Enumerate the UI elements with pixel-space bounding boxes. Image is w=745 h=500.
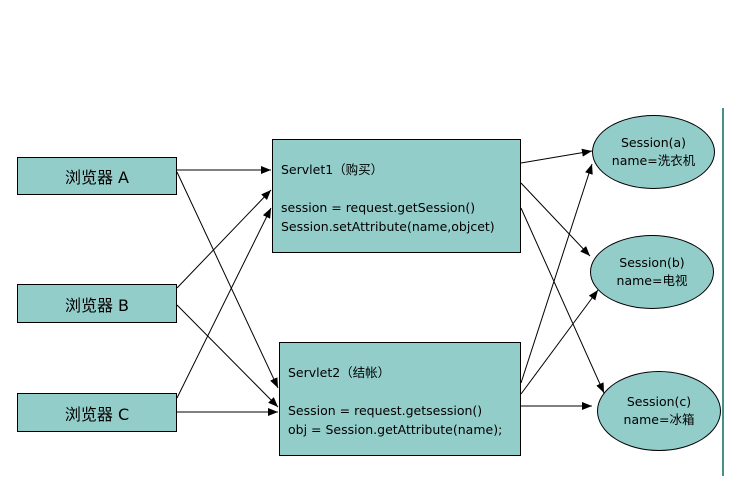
servlet2-box: Servlet2（结帐） Session = request.getsessio… [279,342,521,456]
right-edge-divider [722,108,724,476]
session-c-id: Session(c) [626,394,692,409]
session-b-ellipse: Session(b) name=电视 [590,235,714,309]
browser-c-box: 浏览器 C [17,393,177,432]
arrow-browser-b-to-servlet1 [176,189,272,289]
browser-c-label: 浏览器 C [64,404,130,424]
browser-a-label: 浏览器 A [64,168,130,187]
servlet1-code-line-1: session = request.getSession() [281,200,476,215]
session-a-ellipse: Session(a) name=洗衣机 [592,115,715,189]
session-b-id: Session(b) [619,255,685,270]
arrow-browser-c-to-servlet1 [176,207,272,399]
browser-b-label: 浏览器 B [64,295,130,315]
arrow-servlet2-to-session-a [520,163,593,384]
arrow-browser-b-to-servlet2 [176,304,279,408]
servlet1-title: Servlet1（购买） [281,162,384,177]
arrow-browser-a-to-servlet2 [176,171,279,389]
session-a-id: Session(a) [620,135,687,150]
session-c-value: name=冰箱 [623,412,695,427]
browser-b-box: 浏览器 B [17,284,177,323]
servlet1-box: Servlet1（购买） session = request.getSessio… [272,139,521,253]
arrow-servlet1-to-session-c [520,207,605,394]
arrow-servlet2-to-session-b [520,289,599,395]
session-c-ellipse: Session(c) name=冰箱 [597,371,721,451]
session-a-value: name=洗衣机 [611,153,696,168]
servlet2-code-line-2: obj = Session.getAttribute(name); [288,422,503,437]
servlet1-code-line-2: Session.setAttribute(name,objcet) [281,219,495,234]
servlet2-code-line-1: Session = request.getsession() [288,403,483,418]
arrow-servlet1-to-session-b [520,182,591,257]
browser-a-box: 浏览器 A [17,157,177,195]
arrow-servlet1-to-session-a [520,148,593,164]
servlet2-title: Servlet2（结帐） [288,365,391,380]
session-b-value: name=电视 [616,273,688,288]
